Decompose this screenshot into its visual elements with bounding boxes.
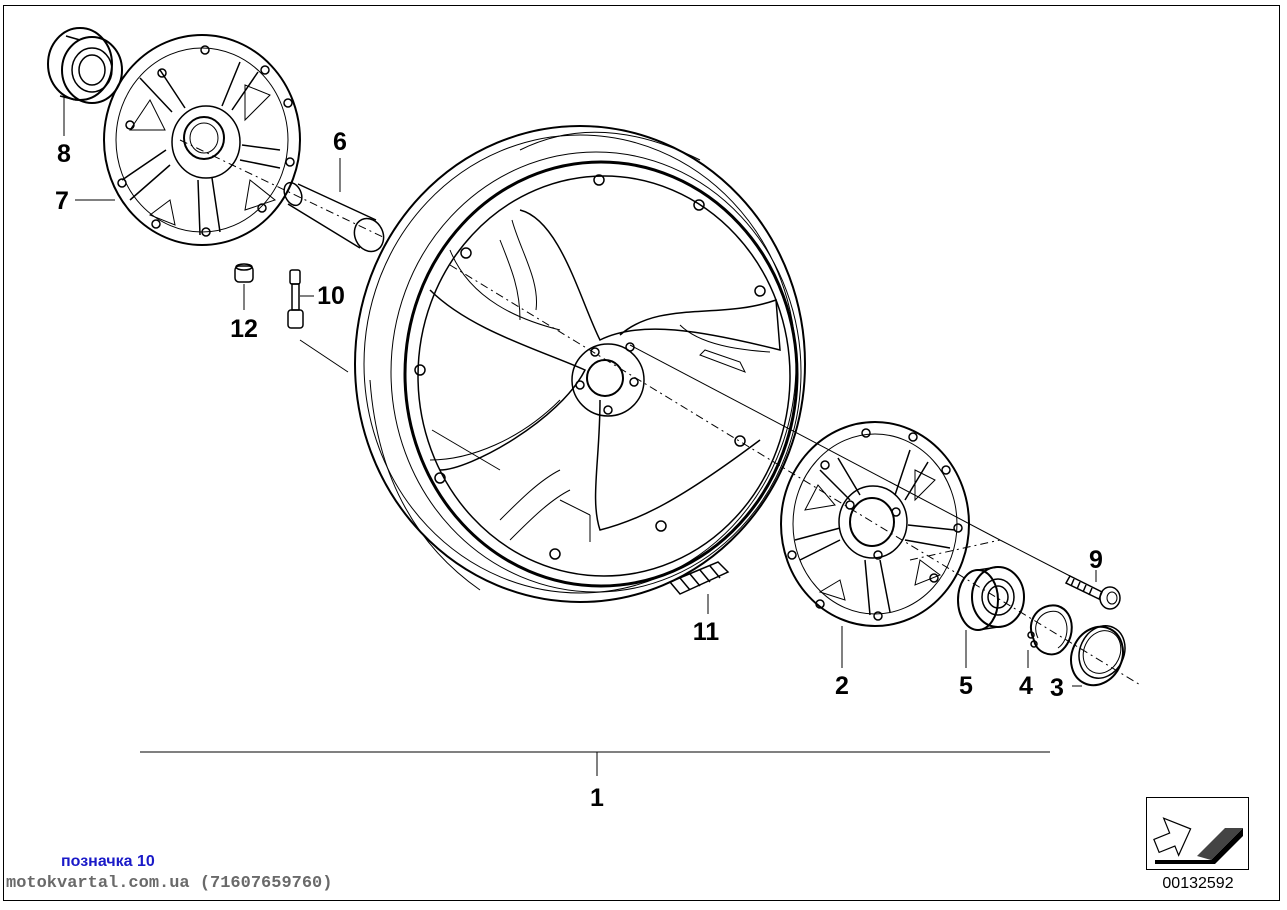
callout-10: 10 [317,282,345,310]
callout-9: 9 [1089,546,1103,574]
wheel-rim [354,125,806,603]
valve-cap-nut [234,263,254,283]
arrow-icon [1153,817,1243,864]
circlip [1027,604,1073,656]
callout-7: 7 [55,187,69,215]
callout-3: 3 [1050,674,1064,702]
callout-6: 6 [333,128,347,156]
brake-disc-right [780,421,970,627]
diagram-frame [3,5,1280,901]
callout-8: 8 [57,140,71,168]
callout-12: 12 [230,315,258,343]
callout-4: 4 [1019,672,1033,700]
tire-valve [287,269,304,329]
bearing-right [957,566,1025,631]
bearing-left [47,27,123,104]
balance-weight [668,561,730,595]
callout-11: 11 [693,618,720,646]
callout-1: 1 [590,784,604,812]
brake-disc-left [103,34,301,246]
diagram-id-label: 00132592 [1162,875,1234,892]
diagram-caption: позначка 10 [61,853,155,870]
hex-bolt [1064,575,1121,610]
callout-2: 2 [835,672,849,700]
leader-lines [63,96,1143,776]
callout-5: 5 [959,672,973,700]
cover-ring [1070,625,1126,687]
navigation-arrow-button[interactable] [1146,797,1249,870]
source-watermark: motokvartal.com.ua (71607659760) [6,874,333,893]
spacer-sleeve [283,181,385,253]
